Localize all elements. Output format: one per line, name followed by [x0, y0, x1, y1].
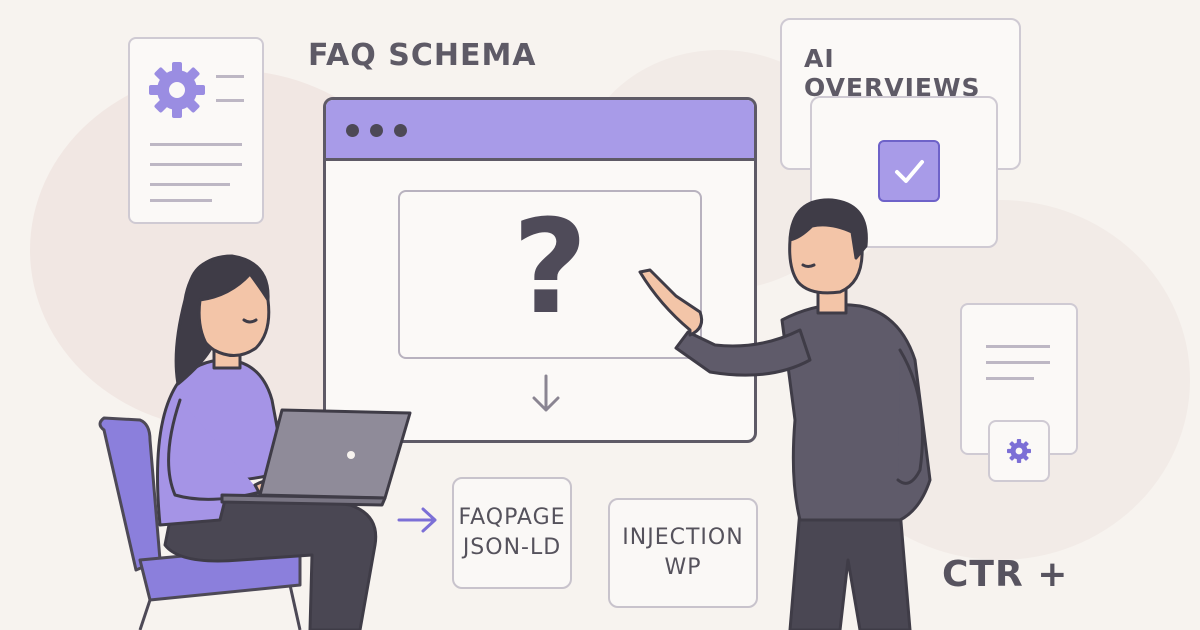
faqpage-jsonld-tag: FAQPAGE JSON-LD	[452, 477, 572, 589]
gear-icon	[149, 62, 205, 118]
small-gear-card	[988, 420, 1050, 482]
faqpage-line-2: JSON-LD	[462, 535, 562, 560]
doc-line	[150, 163, 242, 166]
window-dot	[394, 124, 407, 137]
ctr-label: CTR +	[942, 554, 1069, 595]
doc-line	[216, 75, 244, 78]
settings-document-card	[128, 37, 264, 224]
doc-line	[150, 183, 230, 186]
browser-window: ?	[323, 97, 757, 443]
window-dot	[370, 124, 383, 137]
question-mark: ?	[512, 191, 588, 343]
doc-line	[986, 345, 1050, 348]
injection-wp-tag: INJECTION WP	[608, 498, 758, 608]
arrow-down-icon	[532, 374, 560, 412]
faq-schema-label: FAQ SCHEMA	[308, 38, 537, 73]
gear-icon	[1007, 439, 1031, 463]
laptop	[220, 408, 412, 507]
browser-titlebar	[326, 100, 754, 161]
check-icon	[878, 140, 940, 202]
injection-line-1: INJECTION	[622, 525, 744, 551]
doc-line	[216, 99, 244, 102]
arrow-right-icon	[397, 507, 437, 533]
doc-line	[150, 199, 212, 202]
faqpage-line-1: FAQPAGE	[458, 505, 566, 531]
doc-line	[150, 143, 242, 146]
doc-line	[986, 361, 1050, 364]
window-dot	[346, 124, 359, 137]
doc-line	[986, 377, 1034, 380]
man	[638, 198, 932, 630]
injection-line-2: WP	[664, 555, 702, 580]
